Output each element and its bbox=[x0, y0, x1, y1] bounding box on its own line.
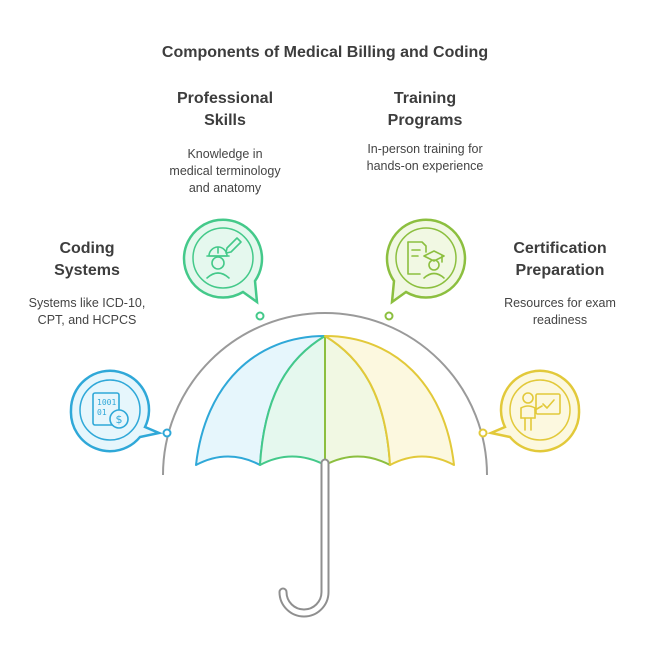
training-programs-description: In-person training for hands-on experien… bbox=[345, 141, 505, 175]
training-programs-badge bbox=[385, 218, 467, 305]
professional-skills-desc-line1: Knowledge in bbox=[187, 147, 263, 161]
canopy-segment-professional-skills bbox=[259, 335, 326, 466]
coding-systems-desc-line1: Systems like ICD-10, bbox=[28, 296, 146, 310]
svg-text:$: $ bbox=[116, 413, 123, 426]
svg-text:1001: 1001 bbox=[97, 398, 116, 407]
umbrella-handle bbox=[278, 458, 330, 618]
training-programs-heading-line1: Training bbox=[393, 90, 457, 107]
professional-skills-desc-line3: and anatomy bbox=[188, 181, 262, 195]
svg-text:01: 01 bbox=[97, 408, 107, 417]
training-programs-heading-line2: Programs bbox=[387, 112, 463, 129]
coding-systems-heading-line1: Coding bbox=[59, 240, 115, 257]
diagram-title: Components of Medical Billing and Coding bbox=[161, 44, 489, 61]
professional-skills-heading: Professional Skills bbox=[155, 88, 295, 132]
canopy-segment-certification-preparation bbox=[324, 335, 455, 466]
coding-systems-heading-line2: Systems bbox=[54, 262, 120, 279]
coding-systems-desc-line2: CPT, and HCPCS bbox=[37, 313, 137, 327]
worker-pencil-icon bbox=[206, 237, 242, 279]
umbrella-handle-inner bbox=[280, 460, 328, 616]
presenter-board-icon bbox=[520, 392, 561, 431]
connector-dot-professional-skills bbox=[255, 311, 265, 321]
coding-systems-description: Systems like ICD-10, CPT, and HCPCS bbox=[14, 295, 160, 329]
training-programs-desc-line2: hands-on experience bbox=[366, 159, 484, 173]
coding-systems-badge: 1001 01 $ bbox=[69, 369, 164, 453]
connector-dot-certification-preparation bbox=[478, 428, 488, 438]
certification-preparation-heading-line2: Preparation bbox=[515, 262, 605, 279]
umbrella-canopy bbox=[195, 335, 455, 466]
outer-arc bbox=[162, 312, 488, 476]
certification-preparation-description: Resources for exam readiness bbox=[485, 295, 635, 329]
certification-preparation-desc-line2: readiness bbox=[532, 313, 588, 327]
certification-preparation-heading-line1: Certification bbox=[513, 240, 607, 257]
training-programs-heading: Training Programs bbox=[355, 88, 495, 132]
professional-skills-heading-line1: Professional bbox=[176, 90, 274, 107]
graduate-document-icon bbox=[407, 241, 445, 279]
training-programs-desc-line1: In-person training for bbox=[367, 142, 483, 156]
professional-skills-description: Knowledge in medical terminology and ana… bbox=[150, 146, 300, 197]
certification-preparation-badge bbox=[486, 369, 581, 453]
coding-systems-heading: Coding Systems bbox=[22, 238, 152, 282]
connector-dot-coding-systems bbox=[162, 428, 172, 438]
professional-skills-desc-line2: medical terminology bbox=[169, 164, 281, 178]
certification-preparation-heading: Certification Preparation bbox=[490, 238, 630, 282]
professional-skills-badge bbox=[182, 218, 264, 305]
certification-preparation-desc-line1: Resources for exam bbox=[504, 296, 616, 310]
connector-dot-training-programs bbox=[384, 311, 394, 321]
binary-document-dollar-icon: 1001 01 $ bbox=[92, 392, 129, 429]
professional-skills-heading-line2: Skills bbox=[204, 112, 246, 129]
